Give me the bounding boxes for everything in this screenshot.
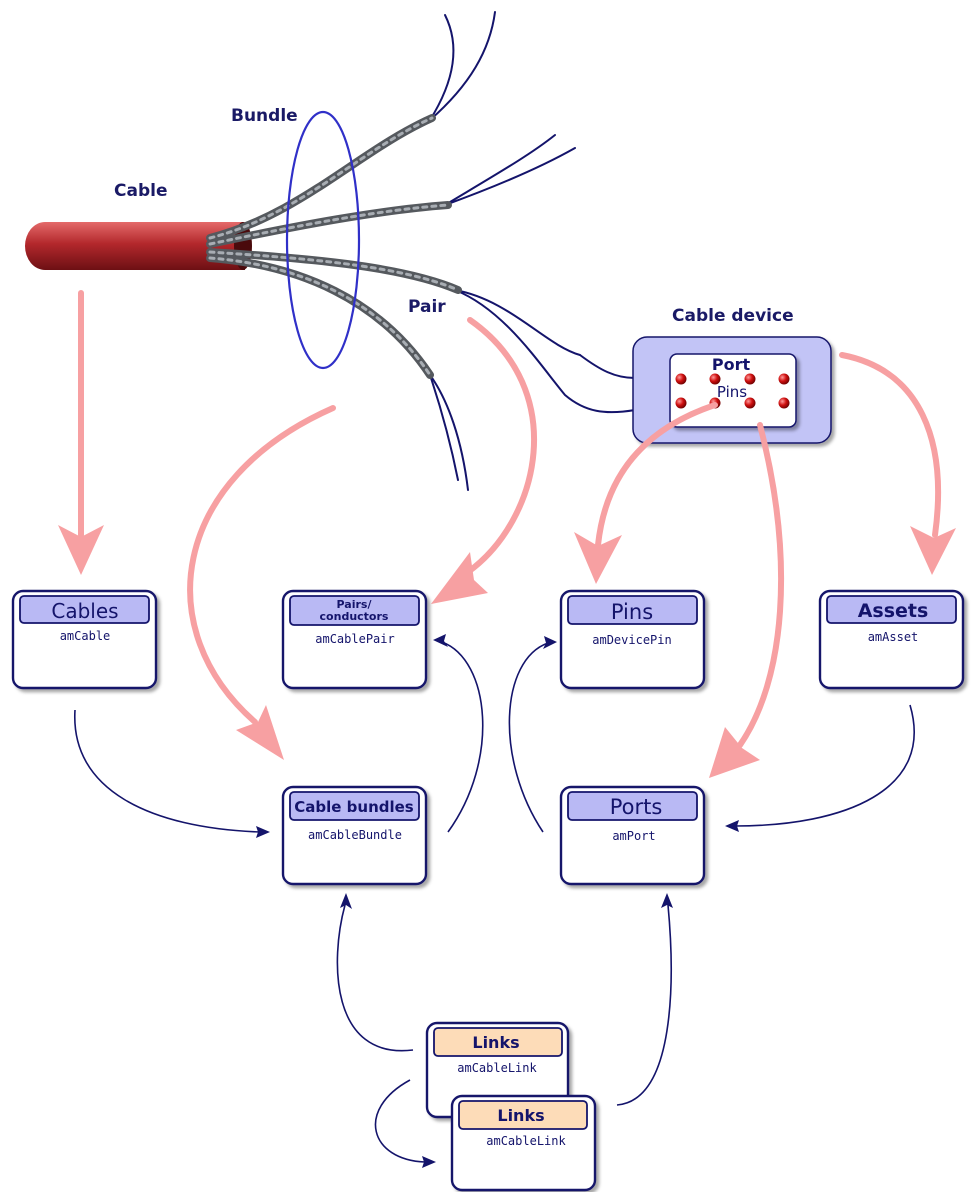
cable-illustration: Cable Bundle Pair Cable device Port Pins <box>25 11 832 491</box>
cable-device-label: Cable device <box>672 306 794 326</box>
table-box-pins[interactable]: Pins amDevicePin <box>559 589 706 690</box>
arrow-pins-to-pins <box>574 402 718 584</box>
box-title: Cables <box>51 599 118 623</box>
box-title-line1: Pairs/ <box>337 598 373 611</box>
mapping-arrows <box>58 290 956 778</box>
box-table-name: amCableBundle <box>308 828 402 842</box>
box-table-name: amPort <box>612 829 655 843</box>
bundle-label: Bundle <box>231 106 298 126</box>
box-title: Cable bundles <box>294 798 414 816</box>
box-title: Ports <box>610 795 663 819</box>
twisted-pairs <box>206 114 462 379</box>
arrow-port-to-ports <box>709 422 785 778</box>
pins-label: Pins <box>717 383 747 401</box>
connector-links-ports <box>616 904 672 1106</box>
connector-ports-pins <box>508 642 549 833</box>
relation-connectors <box>74 634 916 1168</box>
box-table-name: amAsset <box>868 630 919 644</box>
connector-links-bundles <box>336 904 414 1052</box>
table-box-ports[interactable]: Ports amPort <box>559 785 706 886</box>
bundle-ring <box>285 110 361 370</box>
connector-bundles-pairs <box>441 641 484 833</box>
box-title: Links <box>472 1033 519 1052</box>
table-box-pairs[interactable]: Pairs/ conductors amCablePair <box>281 589 428 690</box>
table-box-cables[interactable]: Cables amCable <box>11 589 158 690</box>
arrow-bundle-to-bundles <box>187 405 336 760</box>
box-table-name: amCableLink <box>457 1061 537 1075</box>
box-table-name: amCableLink <box>486 1134 566 1148</box>
arrow-device-to-assets <box>839 352 956 575</box>
conductor-wires <box>429 11 636 491</box>
box-title: Assets <box>858 600 929 622</box>
box-title: Pins <box>611 600 653 624</box>
table-box-links-b[interactable]: Links amCableLink <box>450 1094 597 1192</box>
table-box-bundles[interactable]: Cable bundles amCableBundle <box>281 785 428 886</box>
connector-links-links <box>374 1079 426 1163</box>
box-title: Links <box>497 1106 544 1125</box>
connector-cables-bundles <box>74 709 261 833</box>
table-box-assets[interactable]: Assets amAsset <box>818 589 965 690</box>
box-title-line2: conductors <box>320 610 389 623</box>
box-table-name: amCablePair <box>315 632 394 646</box>
arrow-pair-to-pairs <box>431 317 537 604</box>
port-label: Port <box>712 355 751 374</box>
table-box-links-a[interactable]: Links amCableLink <box>425 1021 570 1119</box>
box-table-name: amDevicePin <box>592 633 671 647</box>
connector-assets-ports <box>734 704 916 827</box>
arrow-cable-to-cables <box>58 290 104 575</box>
box-table-name: amCable <box>60 629 111 643</box>
pair-label: Pair <box>408 297 446 317</box>
cable-label: Cable <box>114 181 167 201</box>
